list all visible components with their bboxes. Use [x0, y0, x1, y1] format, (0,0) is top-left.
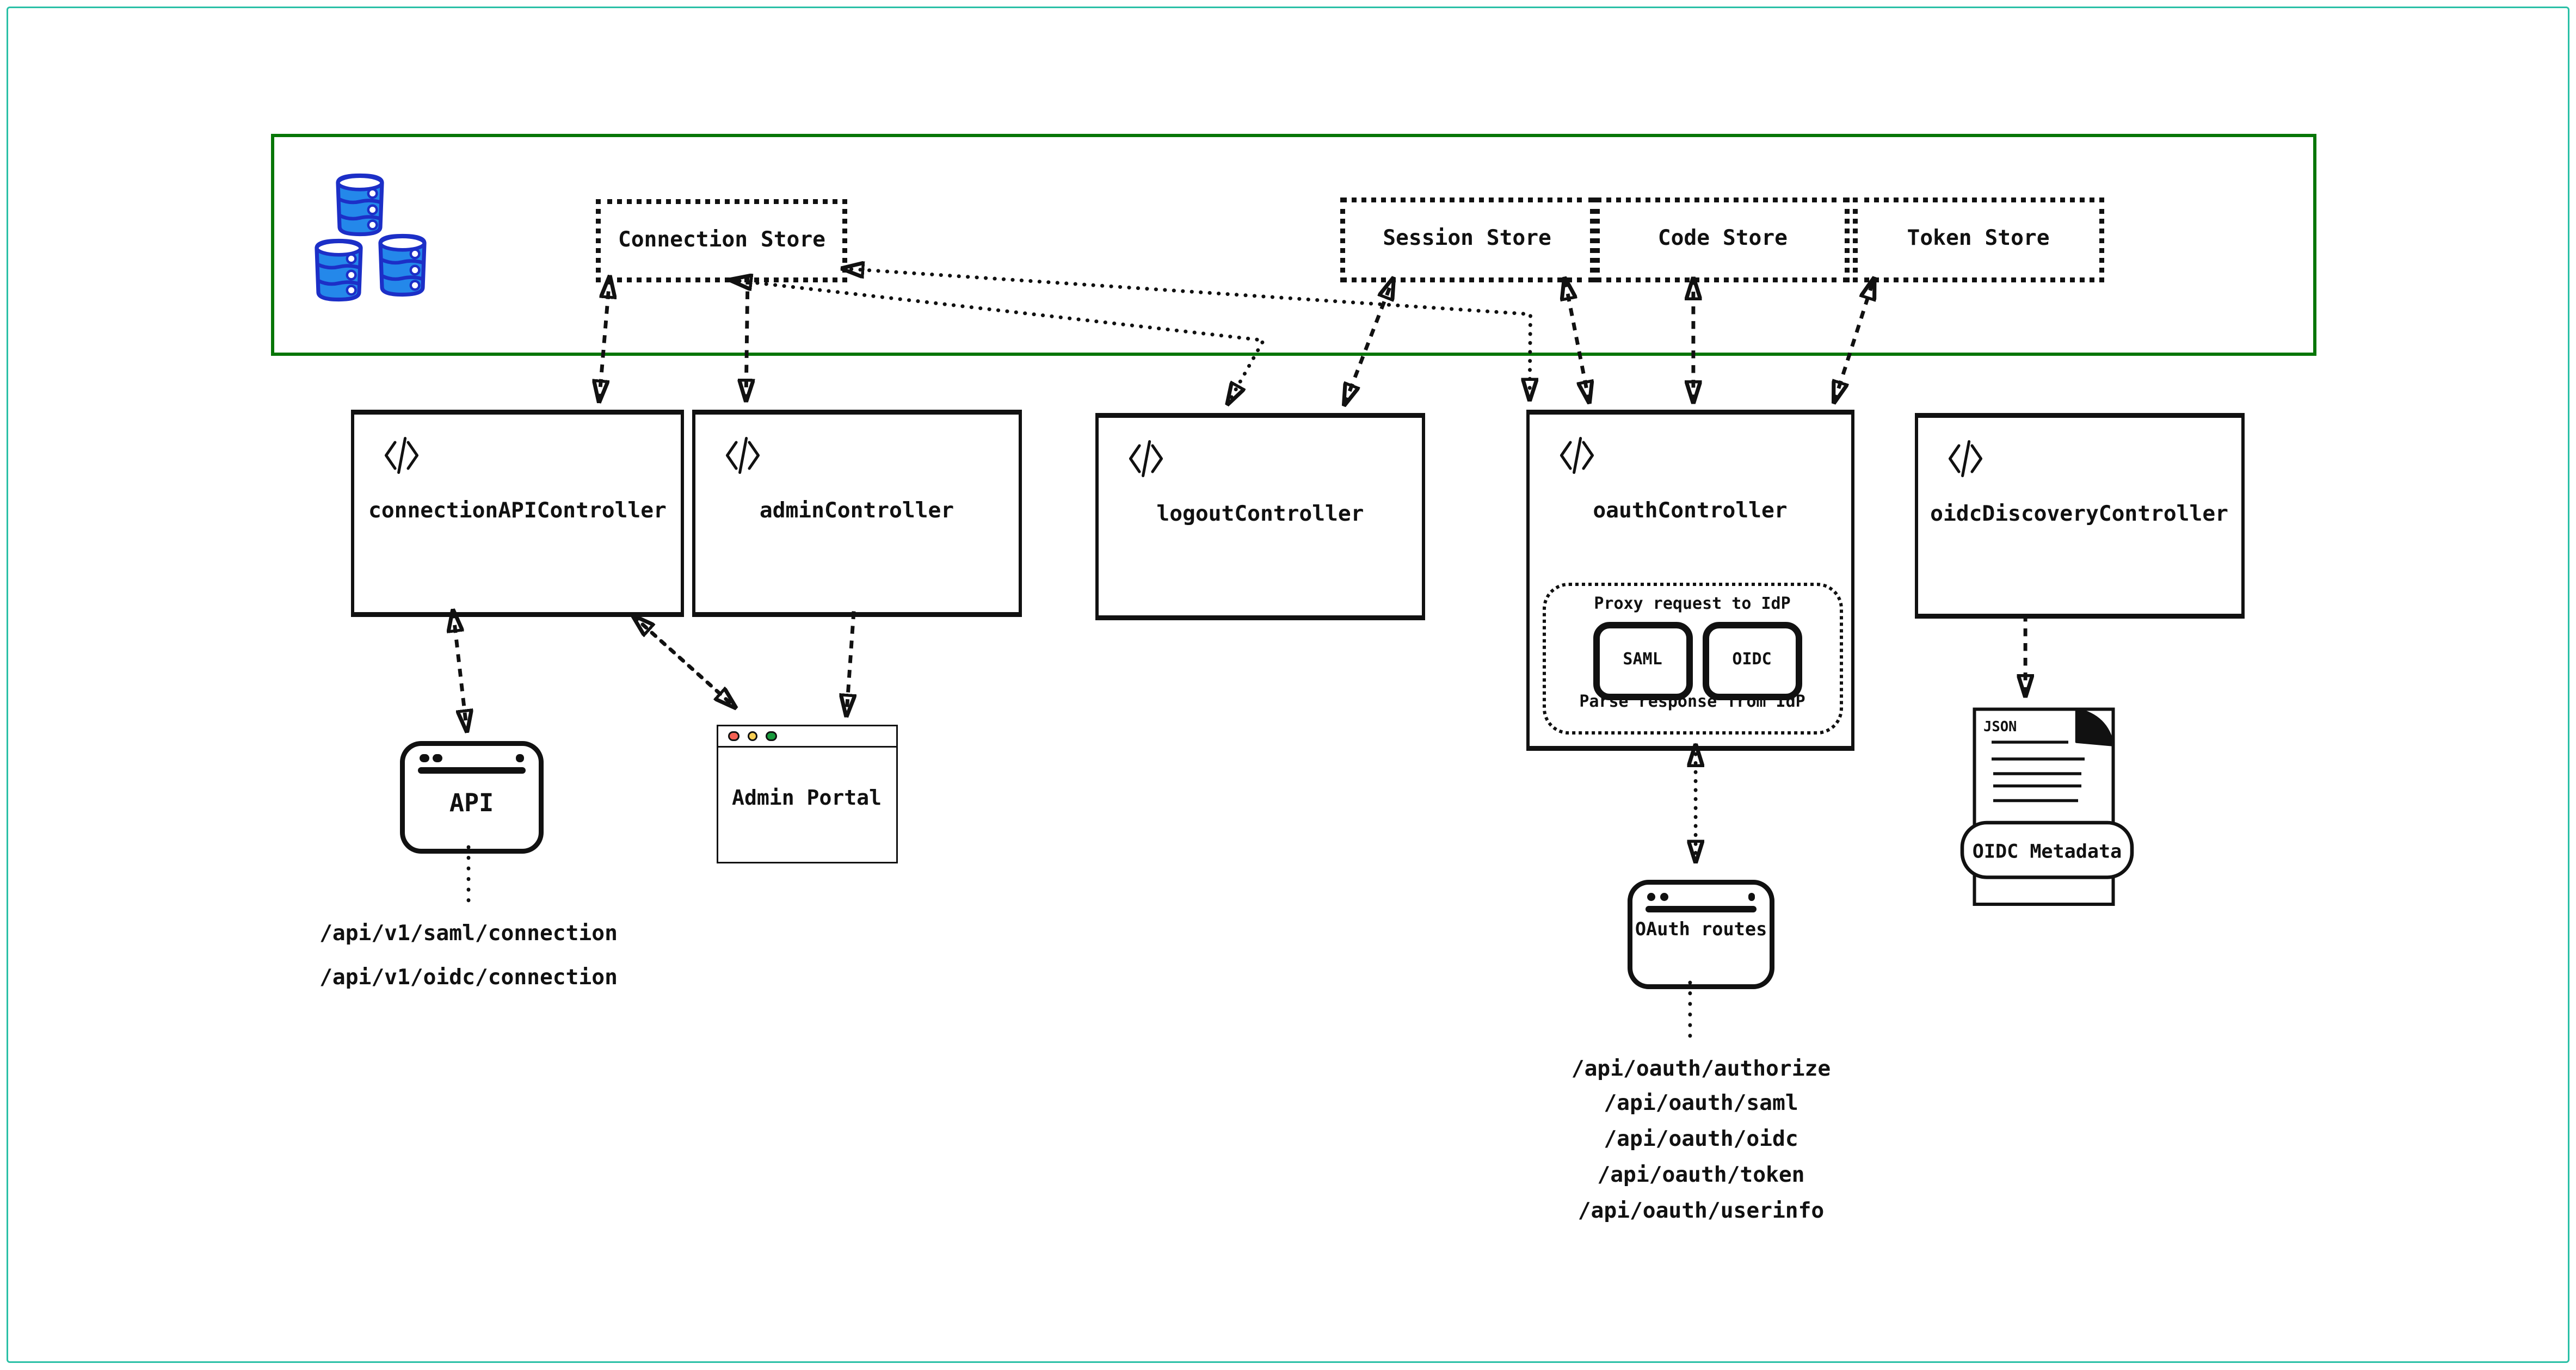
close-icon: [728, 730, 739, 742]
saml-protocol-box: SAML: [1593, 622, 1693, 700]
code-icon: [1948, 440, 1982, 478]
page-border: [7, 7, 2569, 1363]
admin-controller-box: adminController: [692, 409, 1022, 618]
endpoint: /api/oauth/userinfo: [1577, 1199, 1825, 1224]
saml-label: SAML: [1623, 652, 1662, 670]
minimize-icon: [747, 730, 758, 742]
api-app-icon: API: [400, 740, 544, 854]
oidc-protocol-box: OIDC: [1702, 622, 1802, 700]
endpoint: /api/oauth/saml: [1604, 1092, 1798, 1117]
api-label: API: [449, 788, 494, 818]
admin-portal-window: Admin Portal: [716, 725, 898, 864]
code-icon: [1560, 436, 1594, 474]
admin-controller-label: adminController: [759, 499, 954, 524]
window-dot-icon: [1748, 893, 1756, 901]
logout-controller-box: logoutController: [1095, 412, 1425, 621]
code-icon: [1129, 440, 1163, 477]
endpoint: /api/oauth/authorize: [1571, 1057, 1831, 1082]
database-stack-icon: [307, 168, 441, 308]
connection-store-box: Connection Store: [596, 199, 848, 283]
oauth-routes-app-icon: OAuth routes: [1627, 879, 1776, 989]
session-store-label: Session Store: [1383, 227, 1551, 252]
maximize-icon: [766, 730, 777, 742]
oidc-discovery-controller-label: oidcDiscoveryController: [1930, 503, 2228, 527]
connection-store-label: Connection Store: [618, 228, 826, 253]
api-endpoint-list: /api/v1/saml/connection /api/v1/oidc/con…: [294, 914, 643, 1002]
oauth-routes-label: OAuth routes: [1635, 918, 1767, 940]
code-store-label: Code Store: [1657, 227, 1788, 252]
session-store-box: Session Store: [1340, 197, 1595, 282]
endpoint: /api/v1/oidc/connection: [319, 966, 618, 991]
window-bar-icon: [1645, 906, 1758, 912]
window-dot-icon: [516, 754, 524, 762]
logout-controller-label: logoutController: [1156, 502, 1364, 527]
code-icon: [725, 436, 760, 474]
connection-api-controller-label: connectionAPIController: [368, 499, 667, 524]
endpoint: /api/oauth/oidc: [1604, 1128, 1798, 1153]
window-dot-icon: [433, 754, 442, 762]
json-file-type-label: JSON: [1983, 719, 2017, 735]
connection-api-controller-box: connectionAPIController: [351, 409, 684, 618]
window-dot-icon: [420, 754, 429, 762]
oauth-endpoint-list: /api/oauth/authorize /api/oauth/saml /ap…: [1526, 1052, 1876, 1230]
window-titlebar: [718, 726, 896, 748]
token-store-label: Token Store: [1907, 227, 2050, 252]
idp-proxy-box: Proxy request to IdP SAML OIDC Parse res…: [1542, 583, 1843, 735]
oidc-metadata-label: OIDC Metadata: [1973, 841, 2122, 863]
oidc-discovery-controller-box: oidcDiscoveryController: [1914, 413, 2245, 619]
token-store-box: Token Store: [1853, 197, 2104, 282]
endpoint: /api/oauth/token: [1597, 1163, 1805, 1188]
window-dot-icon: [1647, 893, 1656, 901]
admin-portal-label: Admin Portal: [732, 785, 882, 810]
json-file-icon: JSON OIDC Metadata: [1960, 707, 2134, 906]
oauth-controller-label: oauthController: [1593, 499, 1788, 524]
parse-response-label: Parse response from IdP: [1579, 694, 1805, 712]
code-icon: [385, 436, 419, 474]
oauth-controller-box: oauthController Proxy request to IdP SAM…: [1526, 409, 1854, 751]
oidc-label: OIDC: [1732, 652, 1772, 670]
window-dot-icon: [1660, 893, 1669, 901]
window-bar-icon: [418, 767, 526, 773]
endpoint: /api/v1/saml/connection: [319, 922, 618, 947]
code-store-box: Code Store: [1595, 197, 1850, 282]
proxy-request-label: Proxy request to IdP: [1594, 596, 1791, 614]
